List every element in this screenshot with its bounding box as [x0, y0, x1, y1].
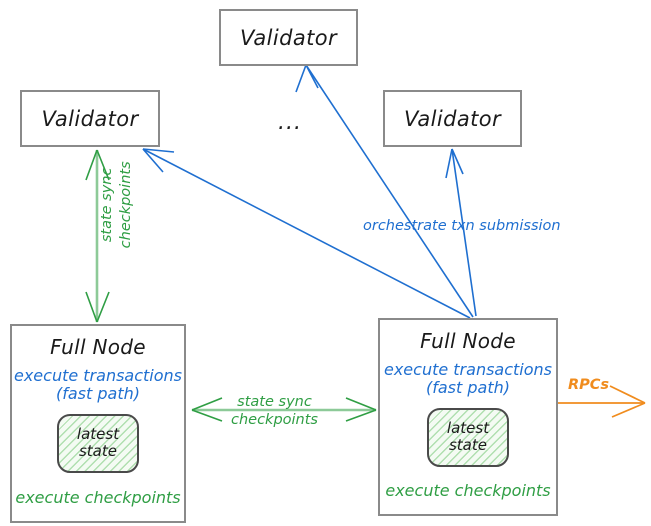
- latest-state-box-right[interactable]: latest state: [427, 407, 509, 467]
- validator-top-label: Validator: [239, 25, 338, 50]
- full-node-right-execute-line2: (fast path): [425, 378, 510, 398]
- validator-box-right[interactable]: Validator: [383, 90, 522, 147]
- full-node-right-title: Full Node: [420, 329, 516, 353]
- full-node-right-checkpoints: execute checkpoints: [385, 481, 551, 500]
- state-sync-middle-line2: checkpoints: [231, 412, 318, 429]
- full-node-left-execute: execute transactions (fast path): [13, 366, 182, 404]
- latest-state-right-label: latest state: [447, 420, 489, 454]
- validator-box-left[interactable]: Validator: [20, 90, 160, 147]
- ellipsis-label: ...: [278, 110, 302, 135]
- latest-state-left-label: latest state: [77, 426, 119, 460]
- full-node-right-execute-line1: execute transactions: [383, 360, 552, 379]
- full-node-box-right[interactable]: Full Node execute transactions (fast pat…: [378, 318, 558, 516]
- full-node-left-title: Full Node: [50, 335, 146, 359]
- rpcs-label: RPCs: [568, 377, 610, 393]
- full-node-left-execute-line2: (fast path): [55, 384, 140, 404]
- full-node-box-left[interactable]: Full Node execute transactions (fast pat…: [10, 324, 186, 523]
- validator-box-top[interactable]: Validator: [219, 9, 358, 66]
- latest-state-left-line1: latest: [76, 425, 120, 444]
- latest-state-right-line1: latest: [446, 419, 490, 438]
- latest-state-box-left[interactable]: latest state: [57, 413, 139, 473]
- state-sync-vertical-line2: checkpoints: [118, 161, 134, 249]
- latest-state-right-line2: state: [448, 436, 487, 455]
- full-node-right-execute: execute transactions (fast path): [383, 360, 552, 398]
- state-sync-middle-line1: state sync: [237, 394, 312, 410]
- full-node-left-execute-line1: execute transactions: [13, 366, 182, 385]
- full-node-left-checkpoints: execute checkpoints: [15, 488, 181, 507]
- validator-left-label: Validator: [41, 106, 139, 131]
- state-sync-middle-label: state sync checkpoints: [231, 393, 318, 429]
- validator-right-label: Validator: [403, 106, 502, 131]
- latest-state-left-line2: state: [78, 442, 117, 461]
- state-sync-vertical-label: state sync checkpoints: [98, 150, 136, 260]
- orchestrate-txn-submission-label: orchestrate txn submission: [363, 218, 561, 234]
- state-sync-vertical-line1: state sync: [99, 167, 116, 243]
